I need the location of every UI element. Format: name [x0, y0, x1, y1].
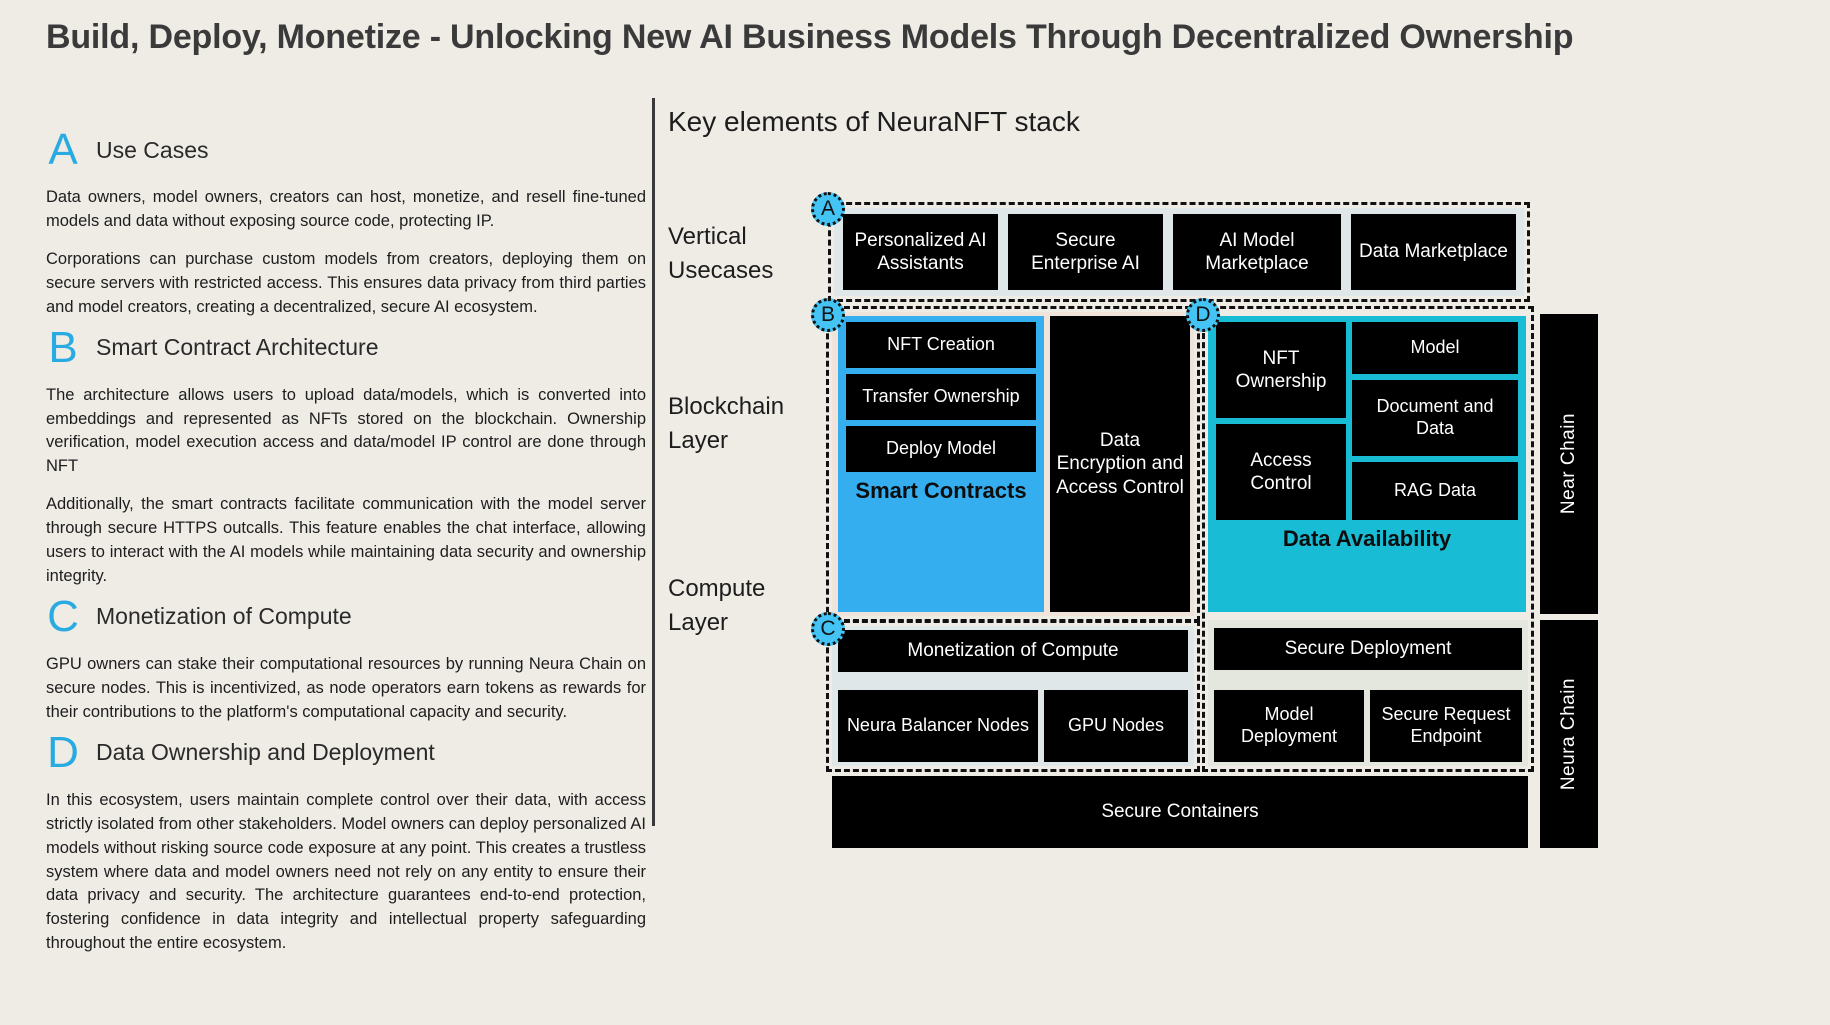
left-text-column: A Use Cases Data owners, model owners, c… [46, 122, 646, 956]
usecase-box-ai-model-marketplace[interactable]: AI Model Marketplace [1173, 214, 1341, 290]
usecase-box-personalized-ai-assistants[interactable]: Personalized AI Assistants [843, 214, 998, 290]
section-a-paragraph-1: Data owners, model owners, creators can … [46, 188, 646, 230]
marker-a[interactable]: A [811, 192, 845, 226]
data-availability-box-model[interactable]: Model [1352, 322, 1518, 374]
diagram-title: Key elements of NeuraNFT stack [668, 106, 1080, 137]
section-b-paragraph-2: Additionally, the smart contracts facili… [46, 495, 646, 586]
smart-contract-box-deploy-model[interactable]: Deploy Model [846, 426, 1036, 472]
compute-right-box-model-deployment[interactable]: Model Deployment [1214, 690, 1364, 762]
data-availability-box-access-control[interactable]: Access Control [1216, 424, 1346, 520]
section-b-paragraph-1: The architecture allows users to upload … [46, 385, 646, 476]
near-chain-column[interactable]: Near Chain [1540, 314, 1598, 614]
section-title-d: Data Ownership and Deployment [96, 739, 435, 766]
neura-chain-label: Neura Chain [1558, 677, 1579, 791]
section-header-c: C Monetization of Compute [46, 591, 646, 641]
section-header-d: D Data Ownership and Deployment [46, 727, 646, 777]
data-encryption-access-control-box[interactable]: Data Encryption and Access Control [1050, 316, 1190, 612]
compute-right-box-secure-request-endpoint[interactable]: Secure Request Endpoint [1370, 690, 1522, 762]
section-letter-a: A [48, 125, 78, 174]
neura-chain-column[interactable]: Neura Chain [1540, 620, 1598, 848]
section-title-b: Smart Contract Architecture [96, 334, 379, 361]
usecase-box-secure-enterprise-ai[interactable]: Secure Enterprise AI [1008, 214, 1163, 290]
section-header-b: B Smart Contract Architecture [46, 322, 646, 372]
section-a-paragraph-2: Corporations can purchase custom models … [46, 249, 646, 316]
marker-b[interactable]: B [811, 298, 845, 332]
section-title-a: Use Cases [96, 136, 209, 163]
marker-d[interactable]: D [1186, 298, 1220, 332]
smart-contracts-caption: Smart Contracts [855, 478, 1027, 503]
smart-contract-box-transfer-ownership[interactable]: Transfer Ownership [846, 374, 1036, 420]
data-availability-box-nft-ownership[interactable]: NFT Ownership [1216, 322, 1346, 418]
compute-left-box-gpu-nodes[interactable]: GPU Nodes [1044, 690, 1188, 762]
marker-c[interactable]: C [811, 612, 845, 646]
smart-contract-box-nft-creation[interactable]: NFT Creation [846, 322, 1036, 368]
section-c-paragraph-1: GPU owners can stake their computational… [46, 654, 646, 721]
column-divider [652, 98, 655, 826]
section-letter-c: C [47, 591, 79, 641]
section-d-paragraph-1: In this ecosystem, users maintain comple… [46, 790, 646, 953]
section-letter-b: B [48, 322, 78, 372]
section-letter-d: D [47, 727, 79, 777]
section-header-a: A Use Cases [46, 128, 646, 172]
compute-right-header-secure-deployment[interactable]: Secure Deployment [1214, 628, 1522, 670]
compute-left-header-monetization-of-compute[interactable]: Monetization of Compute [838, 630, 1188, 672]
compute-left-box-neura-balancer-nodes[interactable]: Neura Balancer Nodes [838, 690, 1038, 762]
secure-containers-box[interactable]: Secure Containers [832, 776, 1528, 848]
usecase-box-data-marketplace[interactable]: Data Marketplace [1351, 214, 1516, 290]
section-title-c: Monetization of Compute [96, 603, 352, 630]
page-title: Build, Deploy, Monetize - Unlocking New … [46, 18, 1574, 56]
near-chain-label: Near Chain [1558, 413, 1579, 515]
data-availability-box-rag-data[interactable]: RAG Data [1352, 462, 1518, 520]
data-availability-box-document-and-data[interactable]: Document and Data [1352, 380, 1518, 456]
data-availability-caption: Data Availability [1282, 526, 1452, 551]
